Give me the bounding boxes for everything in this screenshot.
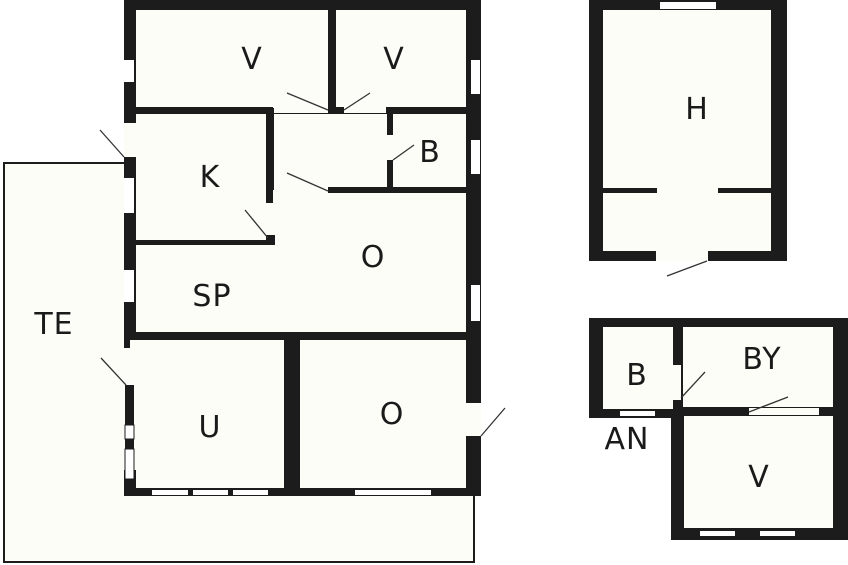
room-label-sp: SP bbox=[192, 279, 232, 314]
building-h bbox=[589, 0, 787, 277]
room-label-o-2: O bbox=[379, 397, 405, 432]
room-label-v-3: V bbox=[748, 460, 770, 495]
room-label-u: U bbox=[198, 410, 222, 445]
building-by bbox=[589, 318, 848, 540]
area-label-an: AN bbox=[604, 422, 650, 457]
room-label-v-1: V bbox=[241, 42, 263, 77]
room-label-h: H bbox=[685, 92, 709, 127]
room-label-by: BY bbox=[742, 342, 782, 377]
room-label-o-1: O bbox=[360, 240, 386, 275]
door-swings bbox=[99, 92, 506, 437]
main-house bbox=[99, 0, 506, 496]
room-label-b-1: B bbox=[419, 135, 441, 170]
room-label-b-2: B bbox=[626, 358, 648, 393]
area-label-te: TE bbox=[34, 307, 74, 342]
room-label-k: K bbox=[199, 160, 221, 195]
room-label-v-2: V bbox=[383, 42, 405, 77]
